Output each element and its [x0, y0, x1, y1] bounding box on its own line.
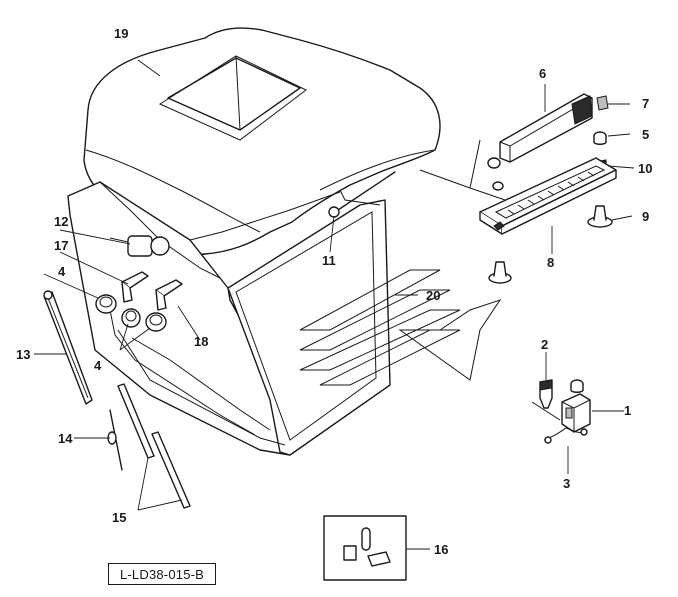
cap-5 — [593, 131, 607, 145]
callout-20: 20 — [426, 288, 440, 303]
work-light — [109, 235, 170, 257]
callout-17: 17 — [54, 238, 68, 253]
callout-19: 19 — [114, 26, 128, 41]
callout-1: 1 — [624, 403, 631, 418]
callout-2: 2 — [541, 337, 548, 352]
callout-numbers: 19 12 17 4 13 4 18 14 15 11 20 6 7 5 10 … — [16, 26, 652, 557]
callout-9: 9 — [642, 209, 649, 224]
callout-14: 14 — [58, 431, 73, 446]
reference-code-label: L-LD38-015-B — [108, 563, 216, 585]
callout-7: 7 — [642, 96, 649, 111]
grille-tray — [479, 157, 617, 235]
reservoir-bracket — [539, 379, 553, 409]
mount-foot — [488, 205, 613, 284]
callout-15: 15 — [112, 510, 126, 525]
wiper-blades — [117, 383, 191, 509]
callout-5: 5 — [642, 127, 649, 142]
clip-7 — [596, 95, 609, 111]
callout-13: 13 — [16, 347, 30, 362]
callout-11: 11 — [322, 253, 336, 268]
control-knobs — [95, 294, 167, 332]
sun-visor — [499, 93, 593, 163]
antenna-lamp — [328, 171, 396, 218]
callout-3: 3 — [563, 476, 570, 491]
bushings-inset — [323, 515, 407, 581]
callout-16: 16 — [434, 542, 448, 557]
callout-12: 12 — [54, 214, 68, 229]
leader-lines — [34, 59, 635, 550]
cab-frame — [67, 139, 506, 456]
callout-4-top: 4 — [58, 264, 66, 279]
callout-8: 8 — [547, 255, 554, 270]
pins — [487, 157, 504, 191]
callout-6: 6 — [539, 66, 546, 81]
callout-4-bottom: 4 — [94, 358, 102, 373]
wiper-arm — [43, 290, 93, 405]
callout-18: 18 — [194, 334, 208, 349]
callout-10: 10 — [638, 161, 652, 176]
brackets — [121, 271, 183, 311]
washer-reservoir — [531, 379, 591, 444]
wiper-pin — [107, 409, 123, 471]
